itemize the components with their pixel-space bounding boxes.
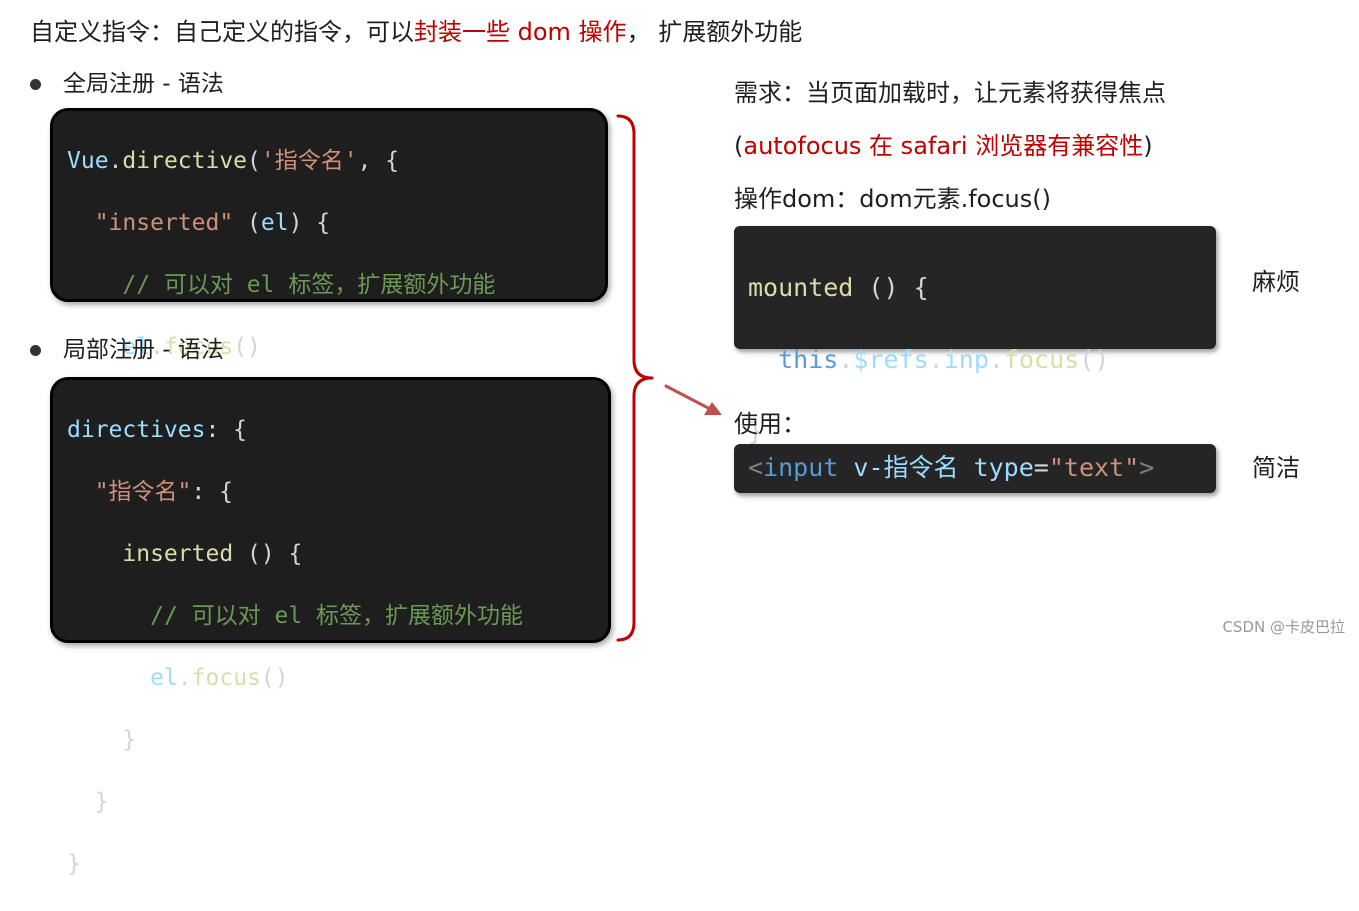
code-line: el.focus() bbox=[67, 663, 594, 694]
code-token bbox=[959, 453, 974, 482]
code-token: } bbox=[67, 851, 81, 877]
code-token: . bbox=[928, 345, 944, 374]
headline-suffix: ， 扩展额外功能 bbox=[626, 18, 803, 46]
usage-label: 使用： bbox=[734, 410, 806, 438]
arrow-icon bbox=[664, 384, 722, 415]
code-token: "指令名" bbox=[94, 479, 192, 505]
code-token: : { bbox=[205, 417, 248, 443]
code-line: } bbox=[67, 849, 594, 880]
code-token: focus bbox=[191, 665, 261, 691]
code-token: el bbox=[260, 210, 289, 236]
global-code-block: Vue.directive('指令名', { "inserted" (el) {… bbox=[50, 108, 608, 484]
code-line: "指令名": { bbox=[67, 477, 594, 508]
code-token: inp bbox=[943, 345, 989, 374]
curly-brace-icon bbox=[616, 114, 654, 642]
headline-prefix: 自定义指令：自己定义的指令，可以 bbox=[30, 18, 414, 46]
bullet-icon bbox=[30, 78, 41, 90]
code-token: () bbox=[233, 334, 261, 360]
code-token: directive bbox=[122, 148, 248, 174]
code-token: directives bbox=[67, 417, 206, 443]
code-comment: // 可以对 el 标签，扩展额外功能 bbox=[150, 603, 524, 629]
global-section-title: 全局注册 - 语法 bbox=[30, 68, 224, 100]
code-token: Vue bbox=[67, 148, 109, 174]
local-section-title: 局部注册 - 语法 bbox=[30, 334, 224, 366]
code-token: inserted bbox=[122, 541, 234, 567]
code-line: Vue.directive('指令名', { bbox=[67, 146, 591, 177]
mounted-label: 麻烦 bbox=[1252, 268, 1300, 296]
code-token: type bbox=[973, 453, 1034, 482]
code-token: . bbox=[108, 148, 123, 174]
headline: 自定义指令：自己定义的指令，可以封装一些 dom 操作， 扩展额外功能 bbox=[30, 14, 802, 50]
code-token: el bbox=[150, 665, 178, 691]
code-token: "inserted" bbox=[94, 210, 234, 236]
code-token: } bbox=[748, 417, 764, 446]
note-red-text: autofocus 在 safari 浏览器有兼容性 bbox=[743, 132, 1144, 160]
code-line: } bbox=[748, 414, 1202, 450]
code-line: directives: { bbox=[67, 415, 594, 446]
code-token: : { bbox=[191, 479, 233, 505]
code-token: () bbox=[260, 665, 289, 691]
compat-note: (autofocus 在 safari 浏览器有兼容性) bbox=[734, 129, 1153, 163]
code-token: () bbox=[1079, 345, 1110, 374]
headline-highlight: 封装一些 dom 操作 bbox=[414, 18, 627, 46]
code-line: this.$refs.inp.focus() bbox=[748, 342, 1202, 378]
bullet-icon bbox=[30, 344, 41, 356]
code-token bbox=[838, 453, 853, 482]
local-title-text: 局部注册 - 语法 bbox=[63, 337, 224, 363]
code-token: this bbox=[778, 345, 839, 374]
code-line: inserted () { bbox=[67, 539, 594, 570]
local-code-block: directives: { "指令名": { inserted () { // … bbox=[50, 377, 611, 877]
code-token: ) { bbox=[288, 210, 331, 236]
code-token: = bbox=[1033, 453, 1049, 482]
note-paren: ( bbox=[734, 132, 744, 160]
global-title-text: 全局注册 - 语法 bbox=[63, 71, 224, 97]
code-line: } bbox=[67, 787, 594, 818]
code-token: < bbox=[748, 453, 764, 482]
code-token: '指令名' bbox=[260, 148, 358, 174]
code-token: input bbox=[763, 453, 839, 482]
mounted-code-block: mounted () { this.$refs.inp.focus() } bbox=[734, 226, 1216, 446]
code-token: } bbox=[122, 727, 137, 753]
usage-result-label: 简洁 bbox=[1252, 454, 1300, 482]
requirement-text: 需求：当页面加载时，让元素将获得焦点 bbox=[734, 79, 1166, 107]
code-comment: // 可以对 el 标签，扩展额外功能 bbox=[122, 272, 496, 298]
code-token: ( bbox=[247, 148, 261, 174]
code-token: . bbox=[988, 345, 1004, 374]
code-token: () { bbox=[853, 273, 929, 302]
code-token: focus bbox=[163, 334, 234, 360]
code-line: } bbox=[67, 725, 594, 756]
usage-code-block: <input v-指令名 type="text"> bbox=[734, 444, 1216, 493]
note-paren: ) bbox=[1143, 132, 1153, 160]
code-line: mounted () { bbox=[748, 270, 1202, 306]
code-token: . bbox=[838, 345, 854, 374]
code-token: el bbox=[122, 334, 151, 360]
code-token: ( bbox=[233, 210, 261, 236]
code-token: () { bbox=[233, 541, 303, 567]
code-token: . bbox=[150, 334, 164, 360]
code-token: > bbox=[1139, 453, 1155, 482]
code-line: // 可以对 el 标签，扩展额外功能 bbox=[67, 270, 591, 301]
code-line: "inserted" (el) { bbox=[67, 208, 591, 239]
watermark: CSDN @卡皮巴拉 bbox=[1222, 618, 1345, 636]
code-line: el.focus() bbox=[67, 332, 591, 363]
code-token: . bbox=[177, 665, 192, 691]
code-token: focus bbox=[1003, 345, 1080, 374]
code-token: } bbox=[94, 789, 109, 815]
code-line: // 可以对 el 标签，扩展额外功能 bbox=[67, 601, 594, 632]
code-token: v-指令名 bbox=[853, 453, 959, 482]
code-token: mounted bbox=[748, 273, 854, 302]
code-token: , { bbox=[357, 148, 400, 174]
code-token: "text" bbox=[1048, 453, 1140, 482]
code-token: $refs bbox=[853, 345, 929, 374]
operation-text: 操作dom：dom元素.focus() bbox=[734, 185, 1051, 213]
